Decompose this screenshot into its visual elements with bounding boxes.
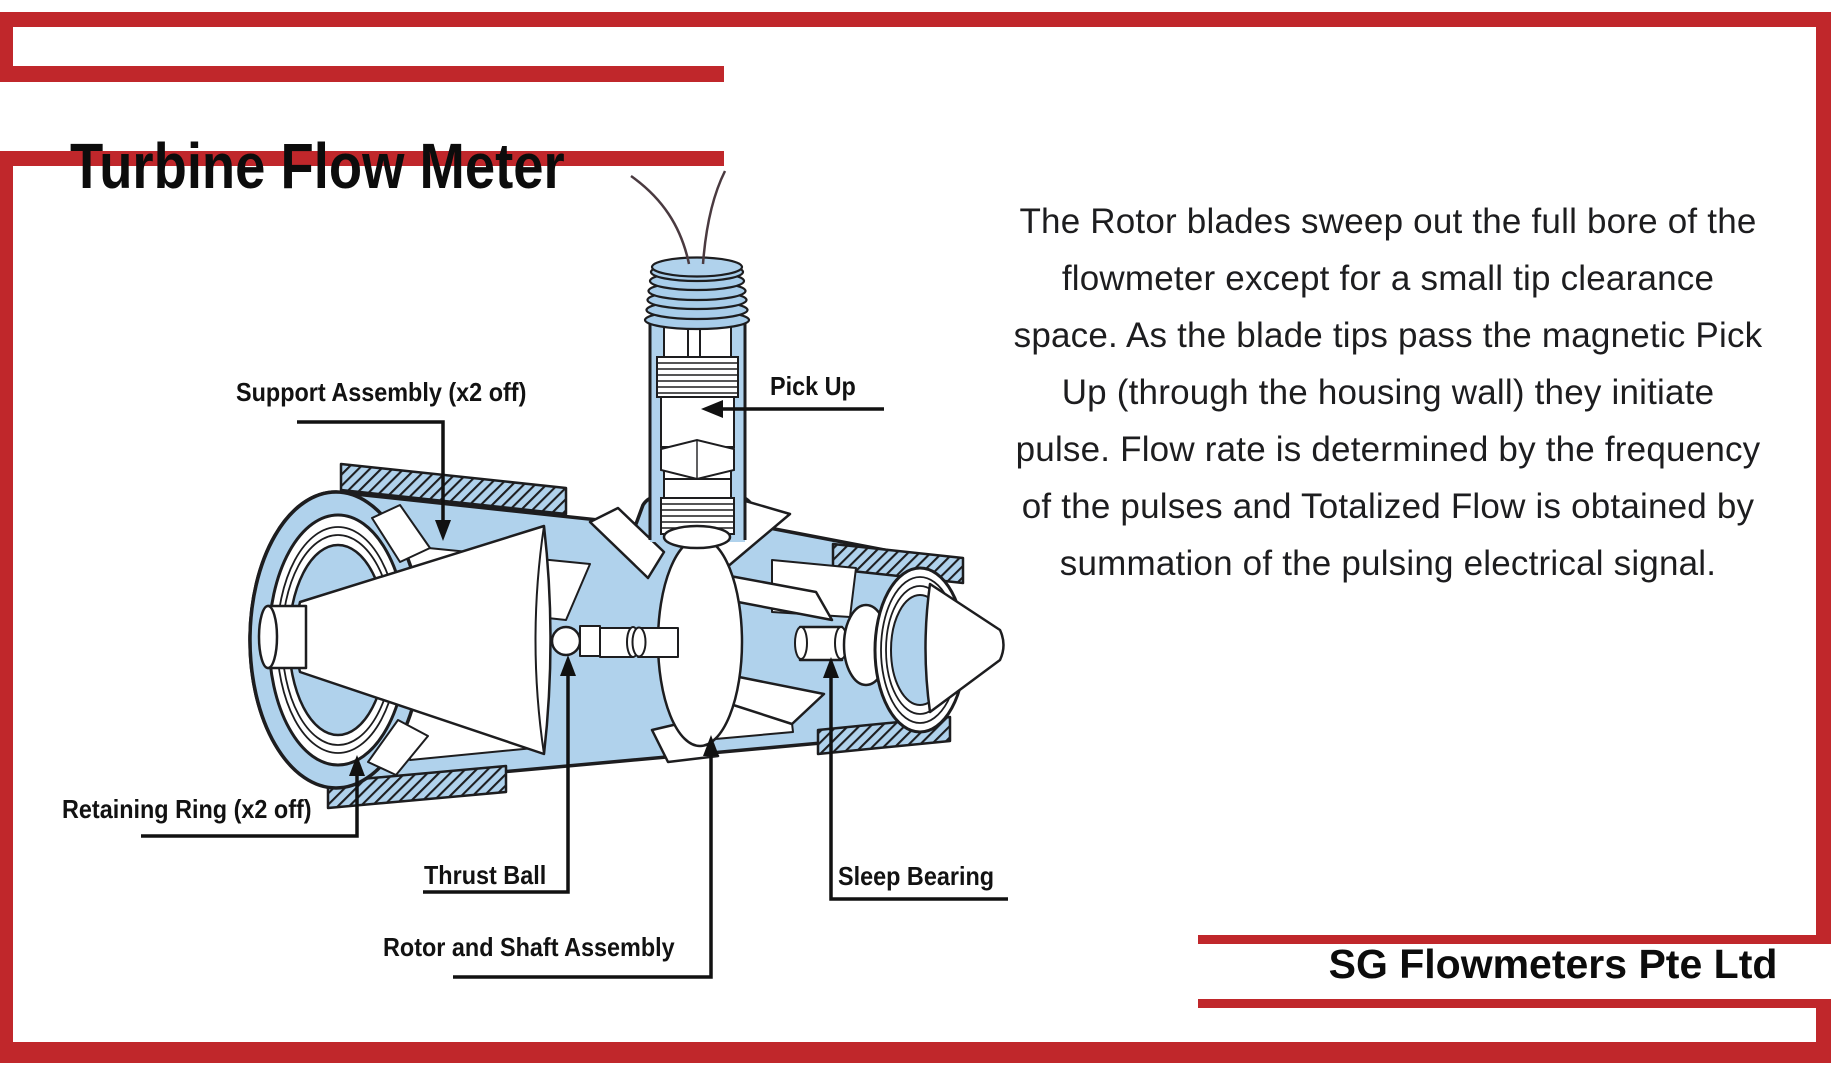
- page-title: Turbine Flow Meter: [70, 129, 565, 202]
- support-assembly-left: [257, 504, 552, 776]
- retaining-ring-left: [248, 490, 424, 790]
- label-support-assembly: Support Assembly (x2 off): [236, 377, 527, 407]
- label-pick-up: Pick Up: [770, 371, 856, 401]
- retaining-ring-right: [873, 566, 1005, 734]
- title-rule-top: [0, 66, 724, 82]
- frame-right-border-top: [1816, 12, 1831, 943]
- company-name: SG Flowmeters Pte Ltd: [1328, 941, 1778, 987]
- label-thrust-ball: Thrust Ball: [424, 860, 547, 890]
- label-retaining-ring: Retaining Ring (x2 off): [62, 794, 312, 824]
- rotor-assembly: [588, 498, 834, 764]
- housing-shell: [248, 490, 960, 789]
- meter-body: [248, 462, 1005, 810]
- frame-bottom-bar: [0, 1042, 1831, 1063]
- pick-up-internals: [656, 324, 739, 550]
- shaft-and-thrust-ball: [550, 625, 640, 658]
- pick-up-wires: [630, 170, 727, 265]
- pick-up-cap: [643, 256, 751, 331]
- sleeve-bearing: [794, 603, 890, 687]
- frame-left-border-top: [0, 12, 13, 82]
- support-assembly-arrow: [297, 420, 451, 541]
- company-rule-bottom: [1198, 999, 1831, 1008]
- frame-left-border: [0, 151, 13, 1063]
- frame-right-border-bottom: [1816, 999, 1831, 1062]
- label-sleep-bearing: Sleep Bearing: [838, 861, 995, 891]
- label-rotor-shaft: Rotor and Shaft Assembly: [383, 932, 675, 962]
- pick-up-arrow: [701, 400, 884, 418]
- company-rule-top: [1198, 935, 1831, 944]
- description-paragraph: The Rotor blades sweep out the full bore…: [1013, 202, 1763, 583]
- pick-up-assembly: [630, 170, 751, 550]
- thrust-ball-arrow: [423, 655, 576, 894]
- threaded-collar-hatching: [326, 462, 965, 810]
- frame-top-bar: [0, 12, 1831, 27]
- title-rule-bottom: [0, 151, 724, 166]
- cutaway-windows: [397, 544, 857, 761]
